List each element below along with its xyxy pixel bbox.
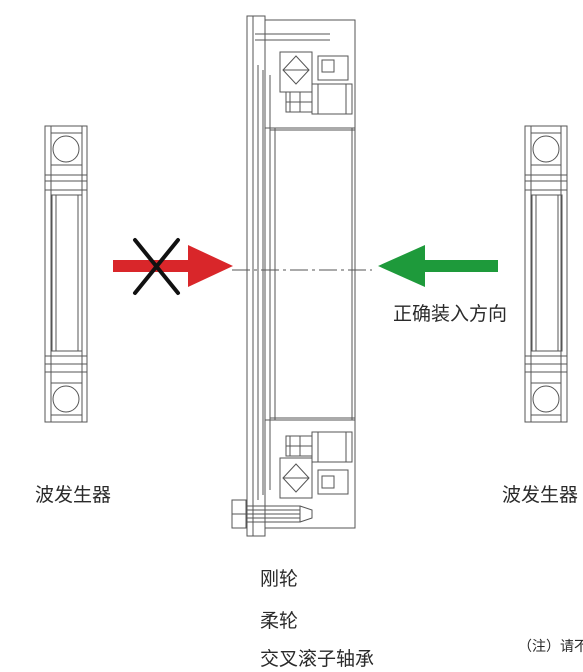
wave-generator-left: [44, 125, 88, 423]
circular-spline-label: 刚轮: [260, 568, 299, 590]
x-mark-icon: [133, 238, 180, 295]
wave-generator-left-label: 波发生器: [35, 484, 112, 506]
green-arrow-left-icon: [378, 245, 498, 287]
cross-roller-bearing-label: 交叉滚子轴承: [260, 648, 375, 670]
wave-generator-right-label: 波发生器: [502, 484, 579, 506]
flexspline-label: 柔轮: [260, 610, 299, 632]
note-text: （注）请不: [518, 639, 583, 655]
correct-direction-label: 正确装入方向: [393, 303, 508, 325]
red-arrow-right-icon: [113, 245, 233, 287]
wave-generator-right: [524, 125, 568, 423]
central-assembly: [231, 15, 356, 537]
